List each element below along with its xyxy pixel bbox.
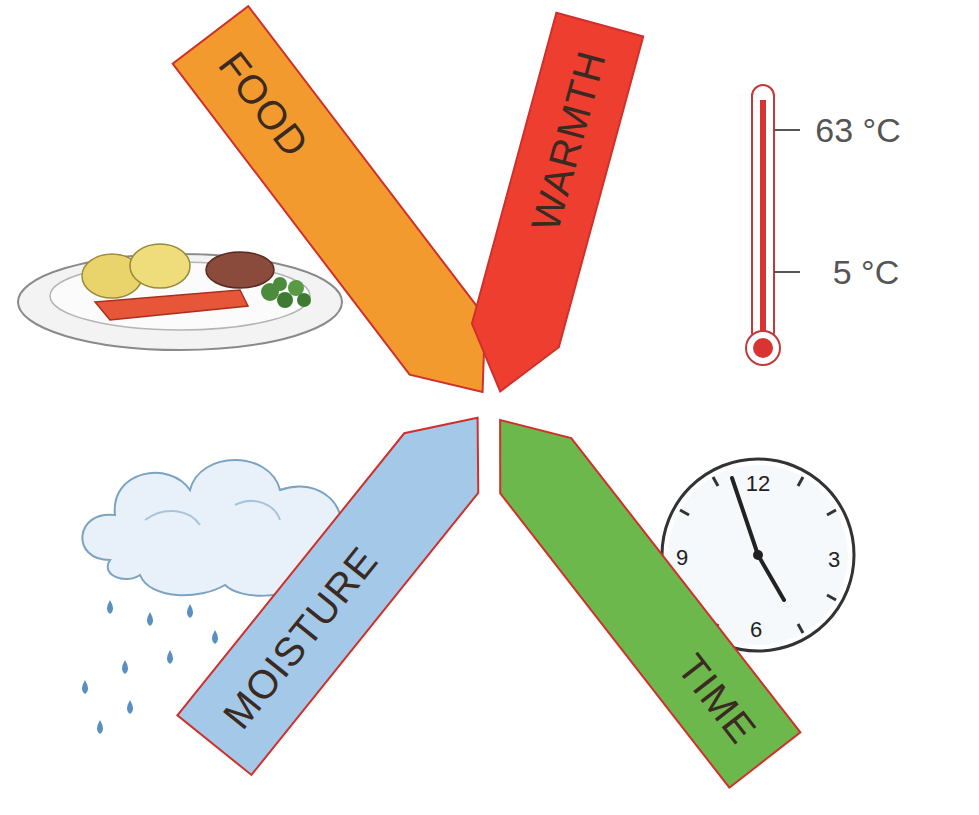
clock-number: 6	[750, 617, 762, 643]
arrow-body	[177, 388, 514, 775]
temperature-mark: 5 °C	[833, 253, 900, 292]
plate-of-food	[18, 244, 342, 350]
thermometer	[746, 85, 800, 365]
clock-number: 12	[746, 471, 770, 497]
arrow-shape: WARMTH	[457, 13, 643, 403]
arrow-shape: MOISTURE	[177, 388, 514, 775]
arrow-body	[464, 392, 800, 787]
temperature-mark: 63 °C	[815, 111, 900, 150]
arrow-label: TIME	[464, 392, 800, 787]
arrow-body	[172, 6, 520, 421]
arrow-shape: TIME	[464, 392, 800, 787]
arrow-shape: FOOD	[172, 6, 520, 421]
arrow-label: FOOD	[172, 6, 520, 421]
arrow-body	[457, 13, 643, 403]
clock-number: 3	[828, 547, 840, 573]
arrow-label: WARMTH	[457, 13, 643, 403]
arrow-label: MOISTURE	[177, 388, 514, 775]
clock-number: 9	[676, 545, 688, 571]
